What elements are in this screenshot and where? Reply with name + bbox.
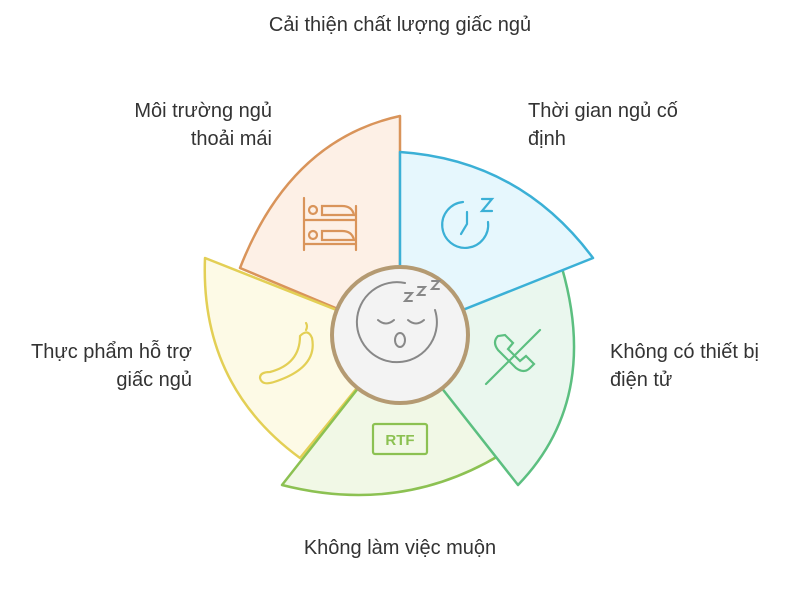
label-sleep-food: Thực phẩm hỗ trợ giấc ngủ — [30, 341, 192, 391]
center-circle — [330, 265, 470, 405]
segment-no-late-work — [280, 333, 502, 497]
bunk-bed-icon — [302, 196, 358, 252]
sleeping-face-icon — [355, 280, 442, 364]
label-comfortable-environment: Môi trường ngủ thoải mái — [134, 100, 272, 150]
no-phone-icon — [484, 328, 542, 386]
label-no-late-work: Không làm việc muộn — [303, 537, 497, 559]
diagram-title: Cải thiện chất lượng giấc ngủ — [268, 14, 532, 36]
segment-sleep-food — [203, 256, 402, 460]
clock-sleep-icon — [441, 197, 495, 249]
svg-text:RTF: RTF — [385, 432, 414, 449]
label-fixed-sleep-time: Thời gian ngủ cố định — [528, 100, 678, 150]
banana-icon — [258, 321, 314, 385]
label-no-electronics: Không có thiết bị điện tử — [610, 341, 759, 391]
rtf-document-icon: RTF — [371, 422, 429, 456]
